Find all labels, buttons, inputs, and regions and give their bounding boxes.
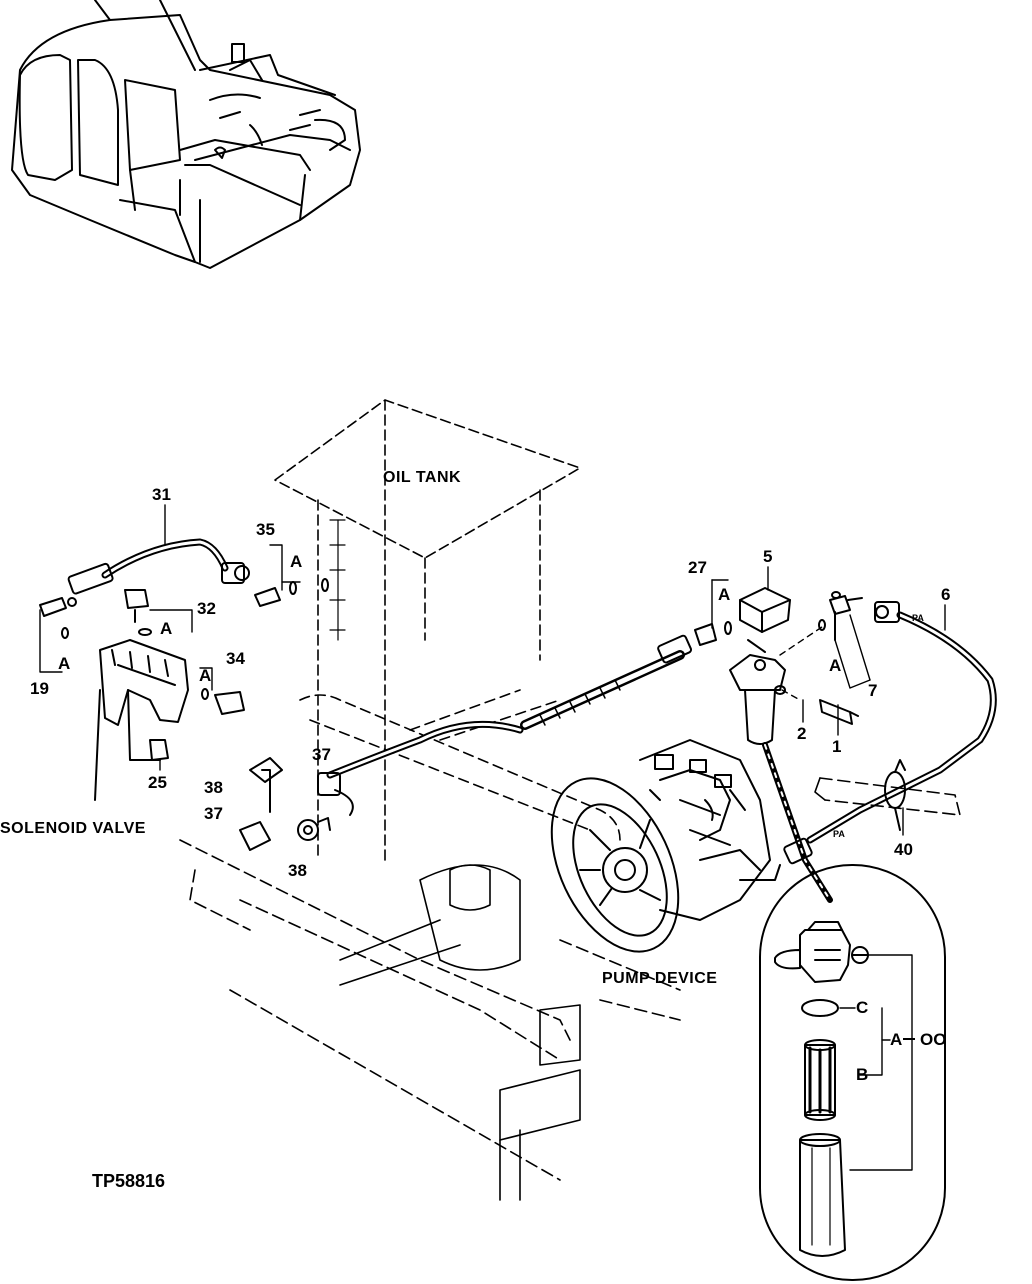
group-a-27: A — [718, 585, 731, 604]
detail-dash — [903, 1038, 915, 1040]
callout-19: 19 — [30, 679, 49, 698]
filter-leaders — [779, 624, 826, 701]
solenoid-valve-block — [94, 639, 189, 801]
callout-38-lower: 38 — [288, 861, 307, 880]
oil-tank — [274, 399, 581, 861]
leaders-left — [39, 504, 301, 771]
callout-32: 32 — [197, 599, 216, 618]
oil-tank-label: OIL TANK — [383, 469, 462, 486]
callout-35: 35 — [256, 520, 275, 539]
group-a-35: A — [290, 552, 303, 571]
group-a-7: A — [829, 656, 842, 675]
callout-6: 6 — [941, 585, 951, 604]
callout-31: 31 — [152, 485, 171, 504]
group-a-32: A — [160, 619, 173, 638]
callout-38-upper: 38 — [204, 778, 223, 797]
hose-37 — [239, 720, 524, 851]
detail-connector-stripe — [764, 744, 831, 901]
solenoid-valve-label: SOLENOID VALVE — [0, 820, 146, 837]
group-a-19: A — [58, 654, 71, 673]
hose-31 — [67, 538, 250, 595]
pa-marker-upper: PA — [912, 613, 924, 623]
group-a-34: A — [199, 666, 212, 685]
filter-detail-balloon — [759, 864, 946, 1281]
callout-40: 40 — [894, 840, 913, 859]
callout-37-upper: 37 — [312, 745, 331, 764]
pa-marker-lower: PA — [833, 829, 845, 839]
detail-letter-a: A — [890, 1030, 903, 1049]
detail-letter-b: B — [856, 1065, 869, 1084]
fittings-left — [39, 578, 329, 715]
chassis-frame — [179, 689, 681, 1201]
detail-connector — [762, 742, 833, 903]
pilot-hose — [520, 621, 732, 730]
filter-assembly — [729, 587, 859, 745]
excavator-overview — [11, 0, 361, 269]
callout-7: 7 — [868, 681, 878, 700]
callout-5: 5 — [763, 547, 773, 566]
pump-device — [550, 739, 781, 953]
leaders-right — [711, 566, 946, 836]
callout-27: 27 — [688, 558, 707, 577]
detail-part-oo: OO — [920, 1030, 947, 1049]
callout-25: 25 — [148, 773, 167, 792]
callout-34: 34 — [226, 649, 245, 668]
tank-scale-marks — [329, 519, 346, 641]
callout-1: 1 — [832, 737, 842, 756]
detail-letter-c: C — [856, 998, 869, 1017]
callout-2: 2 — [797, 724, 807, 743]
fittings-right — [818, 591, 863, 641]
pump-device-label: PUMP DEVICE — [602, 970, 718, 987]
figure-id-label: TP58816 — [92, 1171, 166, 1191]
hose-6 — [783, 601, 997, 865]
callout-37-lower: 37 — [204, 804, 223, 823]
